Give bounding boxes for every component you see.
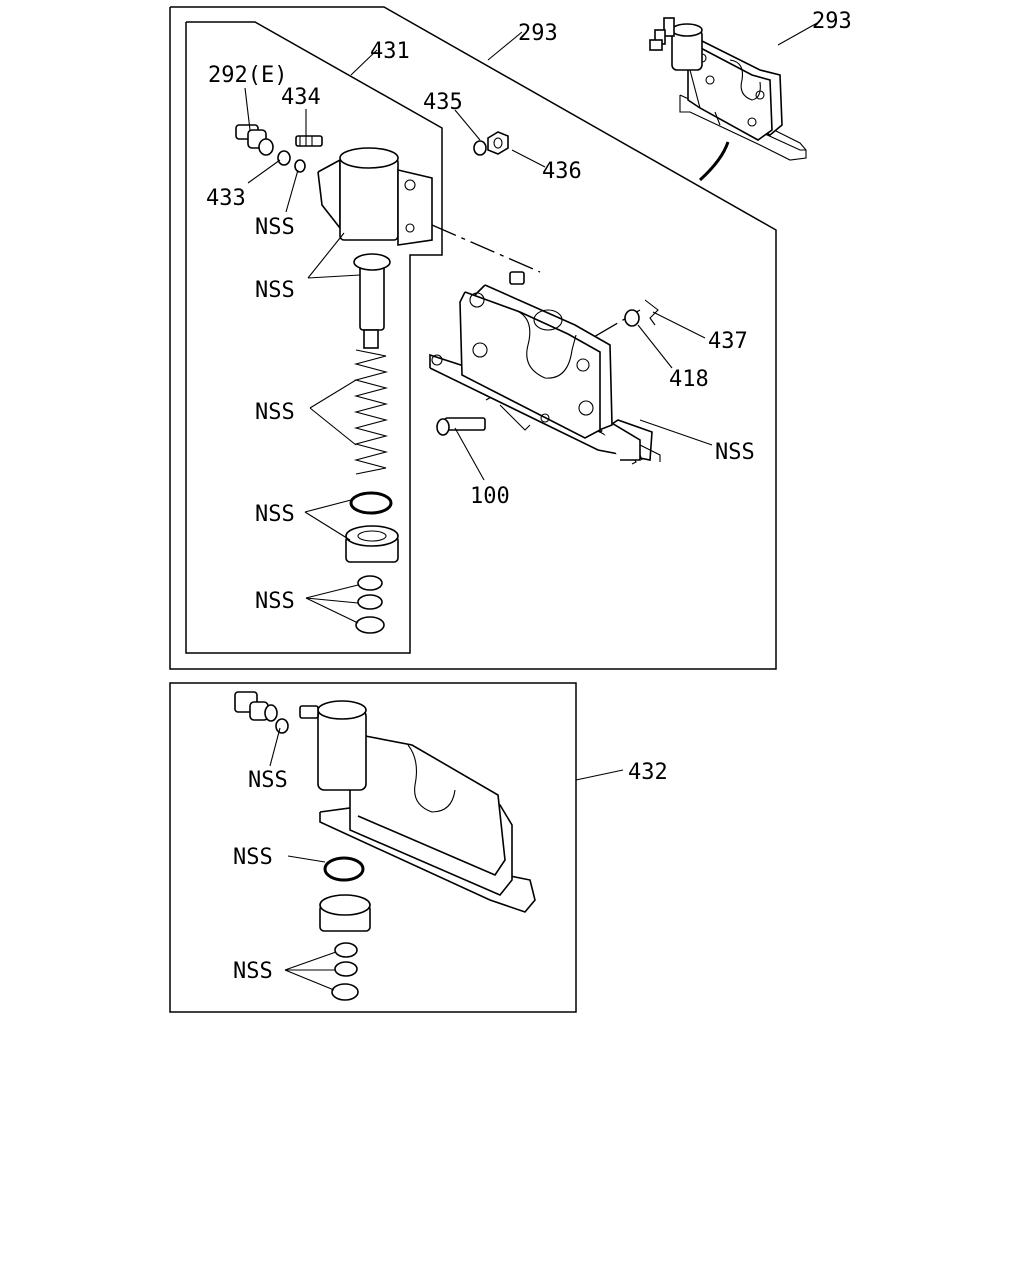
label-435: 435 <box>423 90 463 115</box>
label-nss-432-ring: NSS <box>233 845 273 870</box>
label-nss-spring: NSS <box>255 400 295 425</box>
o-ring-large <box>349 491 393 515</box>
label-436: 436 <box>542 159 582 184</box>
leader-lines-432 <box>269 727 337 991</box>
assembly-frame-293 <box>169 6 777 670</box>
label-nss-ring: NSS <box>255 502 295 527</box>
view-transition-arrow <box>698 141 730 182</box>
subassembly-frame-432 <box>169 682 624 1013</box>
label-432: 432 <box>628 760 668 785</box>
washer-418 <box>624 309 640 327</box>
valve-body-431 <box>317 147 433 246</box>
seal-set <box>355 575 385 634</box>
label-nss-432-top: NSS <box>248 768 288 793</box>
label-nss-seals: NSS <box>255 589 295 614</box>
leader-lines <box>244 21 820 624</box>
label-433: 433 <box>206 186 246 211</box>
label-293-inset: 293 <box>812 9 852 34</box>
washer-435 <box>473 140 487 156</box>
label-292e: 292(E) <box>208 63 287 88</box>
valve-unit-432 <box>234 691 536 1001</box>
cotter-pin-437 <box>644 299 659 326</box>
bleed-screw-434 <box>295 135 323 147</box>
subassembly-frame-431 <box>185 21 443 654</box>
assembled-unit-illustration <box>649 17 807 161</box>
label-434: 434 <box>281 85 321 110</box>
spring <box>353 349 389 475</box>
label-nss-432-seals: NSS <box>233 959 273 984</box>
nut-436 <box>487 131 509 155</box>
fitting-292e <box>235 124 274 156</box>
label-431: 431 <box>370 39 410 64</box>
o-ring-small <box>294 159 306 173</box>
piston-cap <box>345 525 399 563</box>
label-418: 418 <box>669 367 709 392</box>
label-nss-plunger: NSS <box>255 278 295 303</box>
label-nss-bracket: NSS <box>715 440 755 465</box>
bolt-100 <box>436 417 486 436</box>
label-293-frame: 293 <box>518 21 558 46</box>
plunger <box>353 253 391 349</box>
label-437: 437 <box>708 329 748 354</box>
washer-433 <box>277 150 291 166</box>
label-100: 100 <box>470 484 510 509</box>
label-nss-433: NSS <box>255 215 295 240</box>
bracket-assembly <box>429 271 661 465</box>
